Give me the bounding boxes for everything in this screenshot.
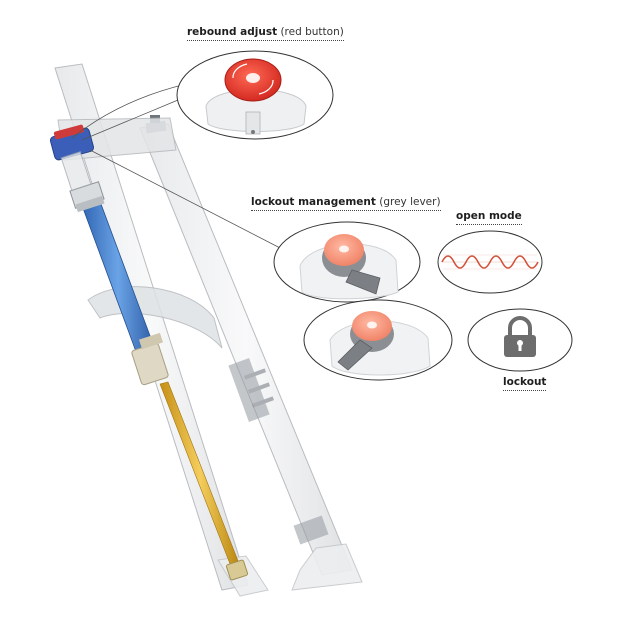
damper-detail bbox=[228, 358, 329, 545]
padlock-icon bbox=[504, 316, 536, 357]
rebound-adjust-title: rebound adjust bbox=[187, 26, 278, 38]
rebound-adjust-label: rebound adjust (red button) bbox=[187, 26, 344, 41]
grey-lever-locked-icon bbox=[337, 339, 373, 371]
open-mode-text: open mode bbox=[456, 210, 522, 222]
cartridge-collar bbox=[131, 332, 169, 386]
lockout-management-note: (grey lever) bbox=[379, 196, 441, 208]
lockout-bubble bbox=[467, 308, 573, 372]
rebound-adjust-note: (red button) bbox=[280, 26, 344, 38]
lockout-management-label: lockout management (grey lever) bbox=[251, 196, 441, 211]
lockout-label: lockout bbox=[503, 376, 547, 391]
yellow-shaft bbox=[159, 381, 249, 581]
lockout-text: lockout bbox=[503, 376, 547, 388]
sine-wave-icon bbox=[441, 255, 539, 269]
top-cap bbox=[49, 124, 95, 191]
rebound-adjust-callout bbox=[176, 50, 334, 140]
lockout-open-callout bbox=[273, 221, 421, 303]
grey-lever-icon bbox=[345, 269, 381, 295]
open-mode-bubble bbox=[437, 230, 543, 294]
open-mode-label: open mode bbox=[456, 210, 522, 225]
lockout-management-title: lockout management bbox=[251, 196, 376, 208]
lockout-closed-callout bbox=[303, 299, 453, 381]
